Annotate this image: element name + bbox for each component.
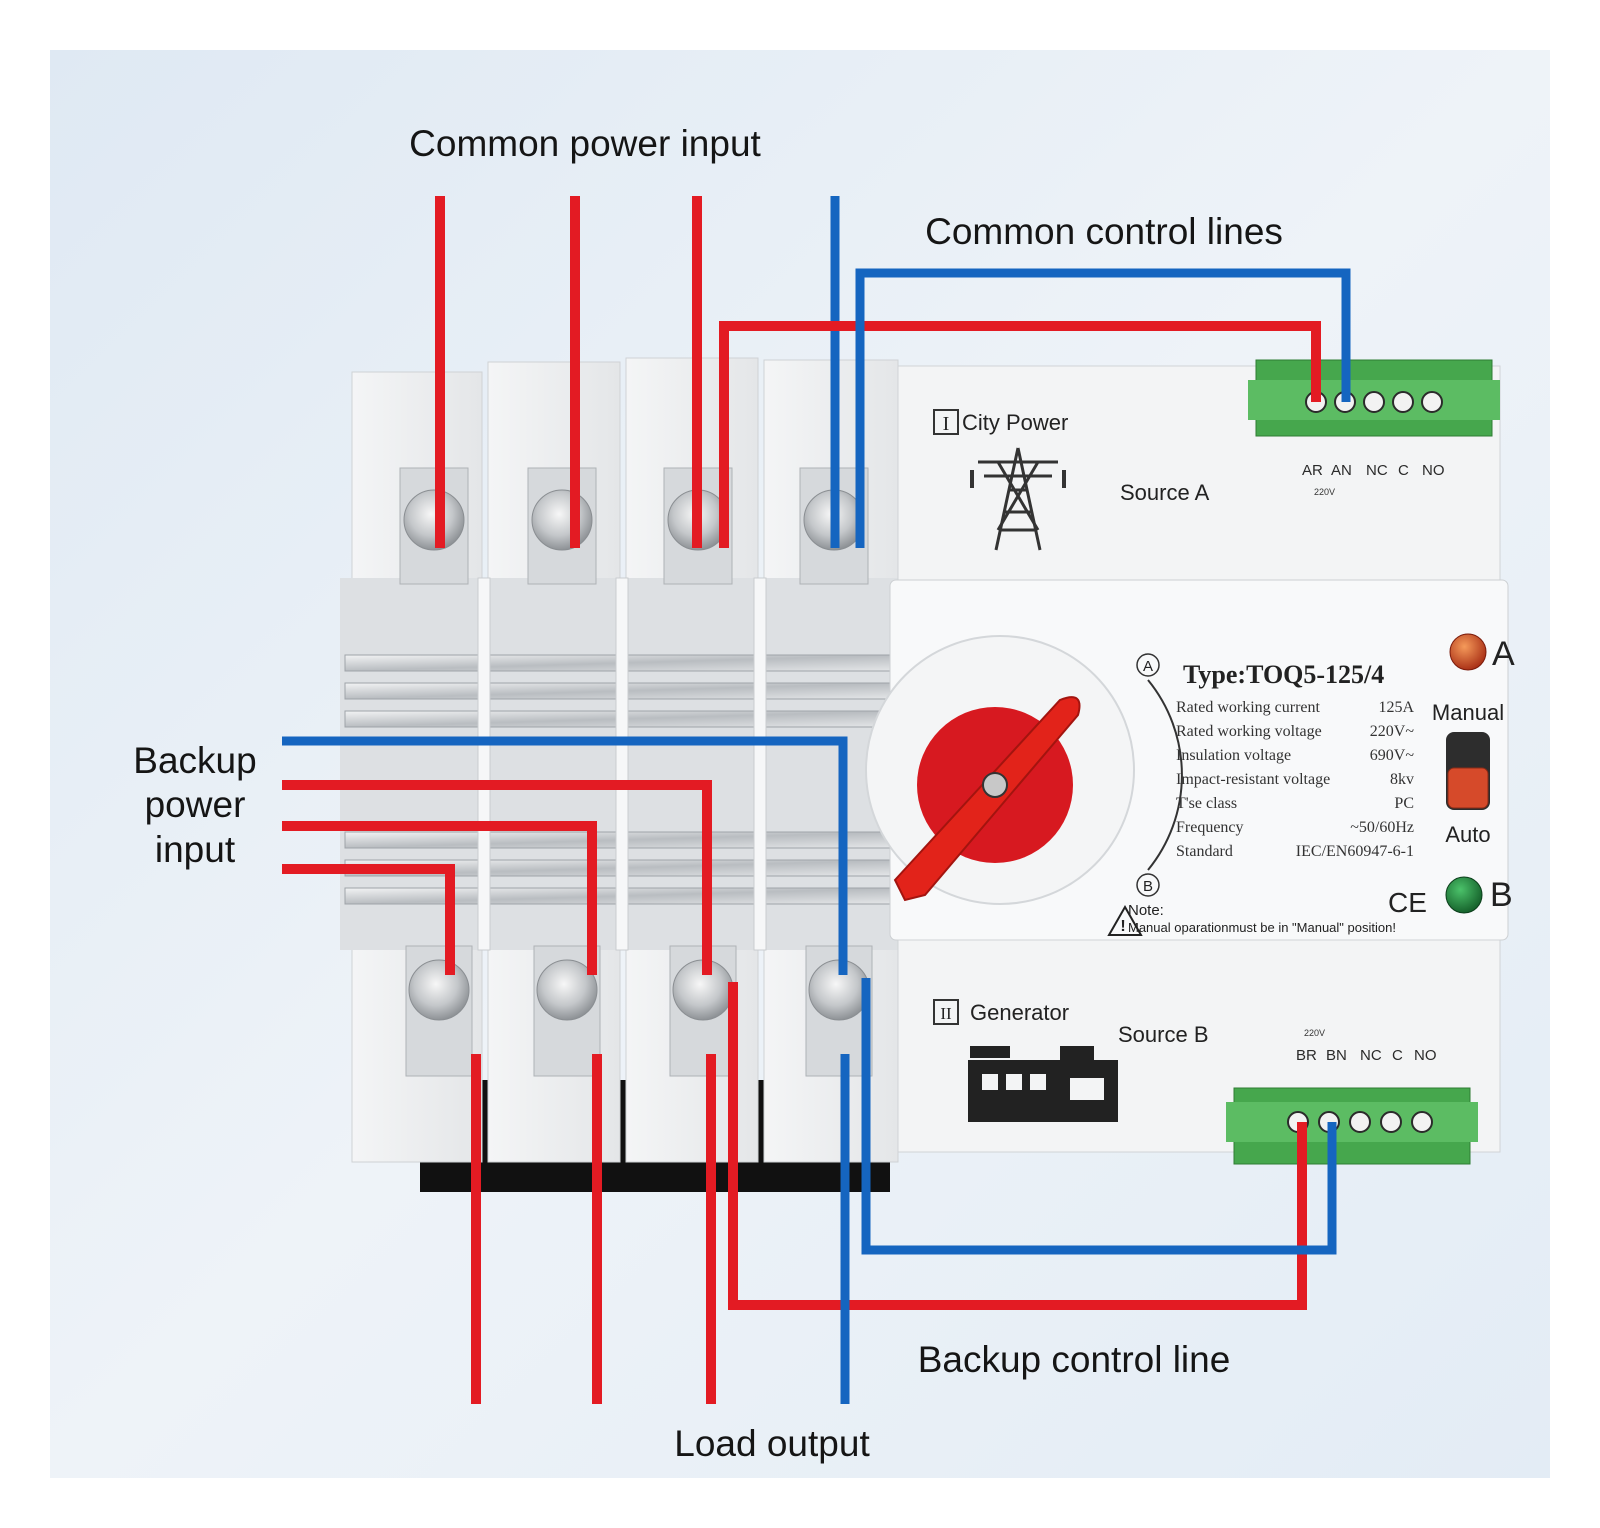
mode-switch-toggle[interactable]	[1447, 767, 1489, 809]
spec-name: Insulation voltage	[1176, 747, 1291, 764]
terminal-a-label: C	[1398, 462, 1409, 479]
spec-value: 690V~	[1370, 747, 1415, 764]
spec-name: Frequency	[1176, 819, 1244, 836]
note-text: Manual oparationmust be in "Manual" posi…	[1128, 920, 1396, 935]
spec-name: Rated working voltage	[1176, 723, 1322, 740]
terminal-b-label: BR	[1296, 1047, 1317, 1064]
indicator-a-label: A	[1492, 635, 1515, 673]
controller-module: I City Power Source A AR AN NC C NO 220V…	[865, 359, 1515, 1165]
warning-icon	[1107, 904, 1143, 936]
terminal-b-label: NC	[1360, 1047, 1382, 1064]
terminal-block-a	[1248, 359, 1500, 437]
source-b-label: Source B	[1118, 1022, 1209, 1047]
indicator-b-label: B	[1490, 876, 1513, 914]
backup-live-wire-2	[282, 821, 597, 975]
common-control-lines-label: Common control lines	[925, 211, 1283, 252]
common-power-input-wires	[435, 196, 840, 548]
rotary-handle[interactable]	[893, 696, 1081, 902]
terminal-a-label: NC	[1366, 462, 1388, 479]
load-output-wires	[471, 1054, 850, 1404]
source-b-roman: II	[940, 1004, 952, 1023]
device-type: Type:TOQ5-125/4	[1183, 660, 1384, 689]
note-title: Note:	[1128, 902, 1164, 919]
source-a-title: City Power	[962, 410, 1068, 435]
backup-live-wire-1	[282, 780, 712, 975]
ce-mark: CE	[1388, 887, 1427, 918]
bottom-terminal-screws	[405, 945, 873, 1077]
spec-name: Rated working current	[1176, 699, 1321, 716]
generator-icon	[968, 1046, 1118, 1122]
terminal-b-labels: BR BN NC C NO	[1296, 1047, 1437, 1064]
pole-modules	[340, 357, 900, 1192]
source-b-title: Generator	[970, 1000, 1069, 1025]
source-a-roman: I	[943, 413, 950, 435]
indicator-a-led	[1449, 633, 1487, 671]
source-a-label: Source A	[1120, 480, 1210, 505]
terminal-a-label: NO	[1422, 462, 1445, 479]
backup-power-input-line-1: Backup	[133, 740, 256, 781]
terminal-a-label: AN	[1331, 462, 1352, 479]
mode-manual-label: Manual	[1432, 700, 1504, 725]
backup-control-line-wires	[728, 978, 1337, 1310]
pylon-icon	[970, 447, 1066, 551]
terminal-a-voltage: 220V	[1314, 487, 1335, 497]
source-b-roman-box	[933, 999, 959, 1025]
spec-value: PC	[1394, 795, 1414, 812]
spec-value: IEC/EN60947-6-1	[1296, 843, 1414, 860]
terminal-b-voltage: 220V	[1304, 1028, 1325, 1038]
rotation-arc	[1147, 679, 1183, 871]
backup-neutral-wire	[282, 736, 848, 975]
position-a-mark: A	[1143, 658, 1153, 675]
spec-name: T'se class	[1176, 795, 1237, 812]
backup-power-input-line-2: power	[145, 784, 246, 825]
spec-value: 8kv	[1390, 771, 1414, 788]
common-control-live	[719, 321, 1321, 548]
spec-table: Rated working current 125A Rated working…	[1176, 699, 1414, 860]
mode-auto-label: Auto	[1445, 822, 1490, 847]
backup-control-line-label: Backup control line	[918, 1339, 1231, 1380]
backup-live-wire-3	[282, 864, 455, 975]
terminal-b-label: NO	[1414, 1047, 1437, 1064]
backup-power-input-label: Backup power input	[133, 740, 256, 870]
svg-text:!: !	[1120, 918, 1125, 935]
spec-value: 125A	[1378, 699, 1414, 716]
backup-control-neutral	[861, 978, 1337, 1255]
common-control-neutral	[855, 268, 1351, 548]
terminal-b-label: C	[1392, 1047, 1403, 1064]
backup-power-input-line-3: input	[155, 829, 236, 870]
common-control-line-wires	[719, 268, 1351, 548]
terminal-a-label: AR	[1302, 462, 1323, 479]
spec-value: ~50/60Hz	[1350, 819, 1414, 836]
rotary-switch[interactable]: A B	[865, 635, 1183, 905]
terminal-a-labels: AR AN NC C NO	[1302, 462, 1445, 479]
position-b-mark: B	[1143, 878, 1153, 895]
spec-name: Impact-resistant voltage	[1176, 771, 1330, 788]
backup-power-input-wires	[282, 736, 848, 975]
terminal-b-label: BN	[1326, 1047, 1347, 1064]
load-output-label: Load output	[674, 1423, 870, 1464]
handle-screw	[982, 772, 1008, 798]
spec-value: 220V~	[1370, 723, 1415, 740]
backup-control-live	[728, 982, 1307, 1310]
common-power-input-label: Common power input	[409, 123, 761, 164]
terminal-block-b	[1226, 1087, 1478, 1165]
indicator-b-led	[1445, 876, 1483, 914]
spec-name: Standard	[1176, 843, 1233, 860]
pole-dividers	[477, 577, 767, 951]
source-a-roman-box	[933, 409, 959, 435]
